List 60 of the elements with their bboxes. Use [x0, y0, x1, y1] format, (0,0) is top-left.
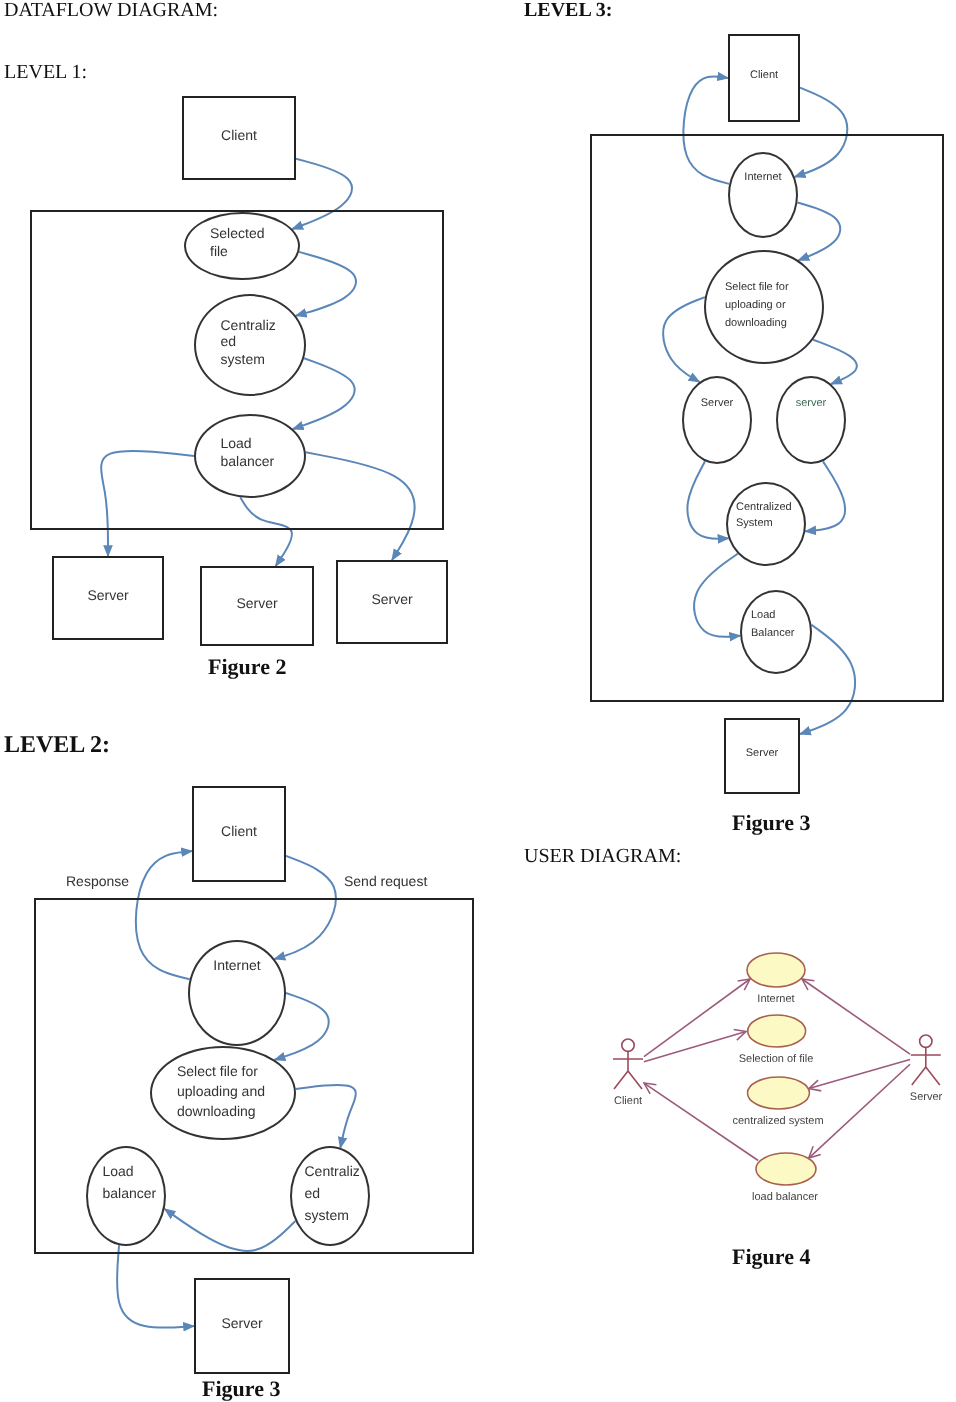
process-circle: [194, 294, 306, 396]
flow-arrow: [239, 496, 293, 567]
process-circle: [184, 212, 300, 280]
entity-box: [336, 560, 448, 644]
association-arrow: [807, 1063, 911, 1159]
association-arrow: [801, 978, 911, 1055]
flow-arrow: [294, 1083, 357, 1149]
entity-box: [182, 96, 296, 180]
flow-arrow: [682, 71, 731, 185]
flow-arrow: [273, 992, 330, 1062]
process-circle: [726, 482, 806, 566]
system-boundary: [590, 134, 944, 702]
process-circle: [740, 590, 812, 674]
diagram-title: DATAFLOW DIAGRAM:: [4, 0, 219, 24]
entity-box: [728, 34, 800, 122]
flow-arrow: [291, 157, 353, 230]
association-arrow: [643, 978, 751, 1058]
flow-arrow: [686, 460, 730, 544]
flow-arrow: [134, 847, 194, 981]
flow-arrow: [163, 1207, 297, 1252]
entity-box: [200, 566, 314, 646]
figure-caption: Figure 3: [732, 812, 811, 836]
process-circle: [290, 1146, 370, 1246]
flow-arrow: [304, 451, 416, 561]
flow-arrow: [804, 460, 846, 536]
process-circle: [704, 250, 824, 364]
process-circle: [194, 414, 306, 498]
system-boundary: [34, 898, 474, 1254]
flow-arrow: [100, 449, 195, 558]
process-circle: [86, 1146, 166, 1246]
system-boundary: [30, 210, 444, 530]
flow-arrow: [793, 86, 849, 178]
process-circle: [150, 1046, 296, 1140]
flow-arrow: [798, 623, 857, 736]
flow-arrow: [693, 552, 742, 642]
flow-arrow: [291, 357, 356, 430]
figure-caption: Figure 3: [202, 1378, 281, 1402]
process-circle: [776, 376, 846, 464]
section-heading: LEVEL 2:: [4, 732, 111, 758]
process-circle: [188, 940, 286, 1046]
association-arrow: [808, 1058, 911, 1092]
flow-arrow: [273, 854, 337, 961]
flow-arrow: [116, 1244, 196, 1332]
entity-box: [192, 786, 286, 882]
entity-box: [724, 718, 800, 794]
figure-caption: Figure 2: [208, 656, 287, 680]
process-circle: [682, 376, 752, 464]
flow-arrow: [294, 250, 357, 318]
section-heading: USER DIAGRAM:: [524, 846, 682, 868]
flow-arrow: [662, 296, 706, 383]
entity-box: [52, 556, 164, 640]
section-heading: LEVEL 1:: [4, 62, 88, 84]
process-circle: [728, 152, 798, 238]
entity-box: [194, 1278, 290, 1374]
association-arrow: [643, 1028, 747, 1063]
flow-arrow: [796, 201, 842, 262]
section-heading: LEVEL 3:: [524, 0, 613, 22]
association-arrow: [643, 1082, 759, 1162]
figure-caption: Figure 4: [732, 1246, 811, 1270]
flow-arrow: [812, 338, 858, 385]
